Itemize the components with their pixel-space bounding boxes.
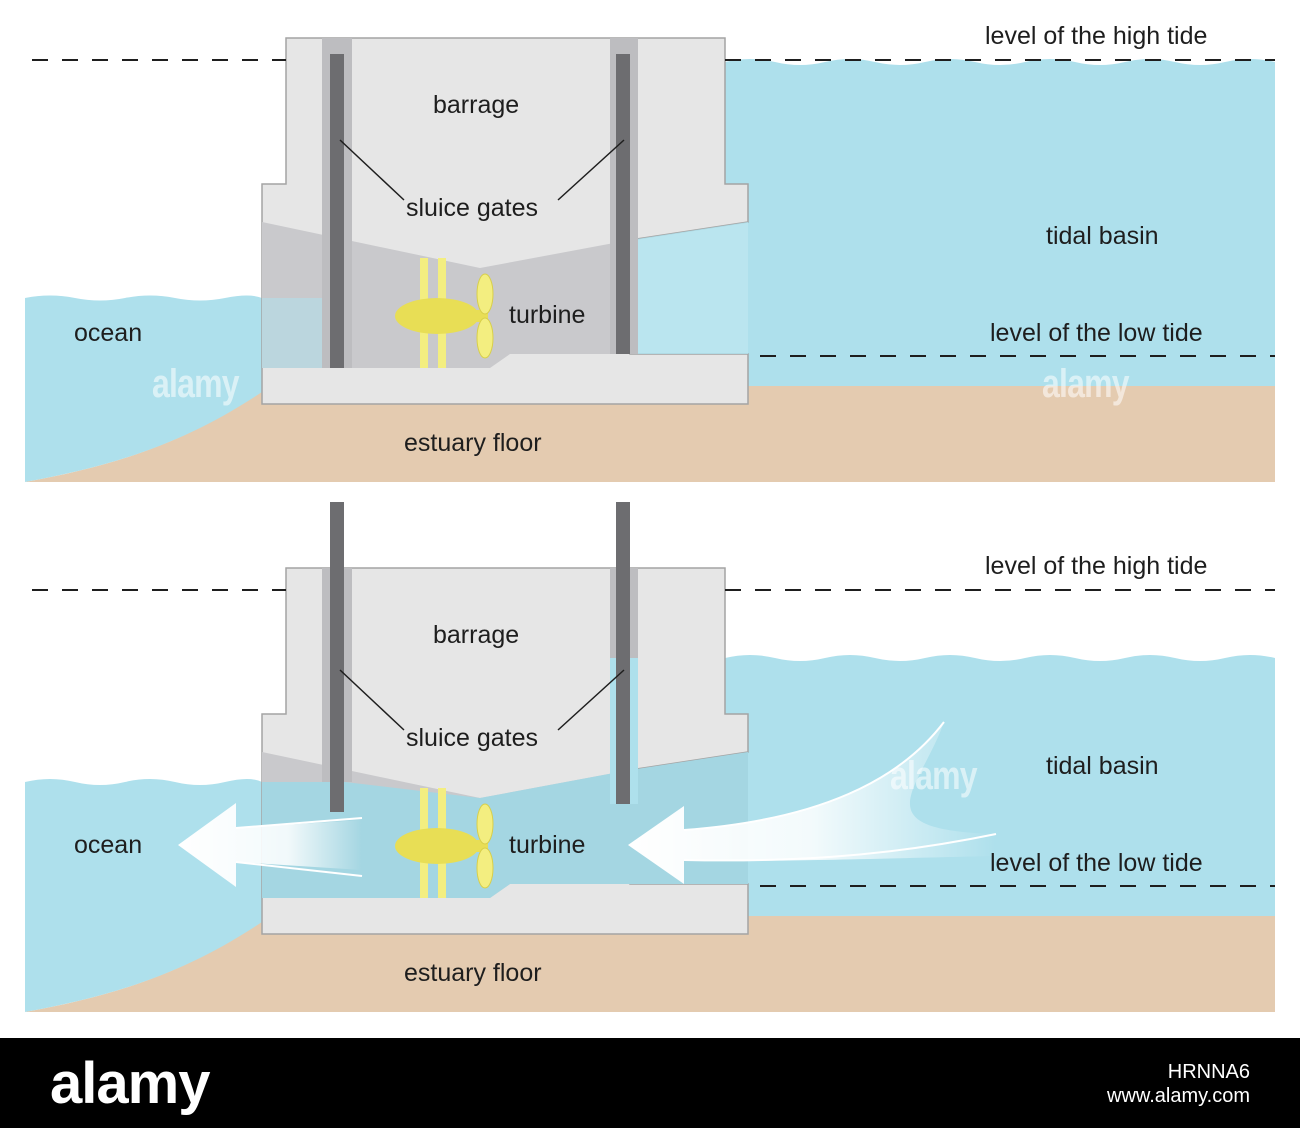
image-code: HRNNA6 bbox=[1167, 1061, 1250, 1083]
high-tide-label: level of the high tide bbox=[985, 22, 1208, 50]
diagram-panel-bottom: level of the high tide barrage sluice ga… bbox=[0, 500, 1300, 1030]
turbine-label: turbine bbox=[509, 831, 586, 859]
barrage-cross-section bbox=[25, 37, 1275, 482]
estuary-floor bbox=[25, 386, 1275, 482]
ocean-label: ocean bbox=[74, 319, 143, 347]
site-url: www.alamy.com bbox=[1107, 1085, 1250, 1107]
turbine-label: turbine bbox=[509, 301, 586, 329]
watermark-center: alamy bbox=[890, 754, 978, 798]
sluice-gates-label: sluice gates bbox=[406, 194, 539, 222]
sluice-pointer-left bbox=[339, 669, 405, 731]
sluice-gate-right bbox=[616, 502, 630, 804]
turbine-blade-top bbox=[476, 803, 494, 845]
diagram-panel-top: level of the high tide barrage sluice ga… bbox=[0, 0, 1300, 500]
tidal-basin-water bbox=[725, 59, 1275, 386]
footer-bar: alamy HRNNA6 www.alamy.com bbox=[0, 1038, 1300, 1128]
ocean-water bbox=[25, 295, 262, 482]
estuary-floor-label: estuary floor bbox=[404, 429, 542, 457]
watermark-right: alamy bbox=[1042, 362, 1130, 406]
turbine-blade-bottom bbox=[476, 317, 494, 359]
barrage-label: barrage bbox=[433, 621, 520, 649]
estuary-floor bbox=[25, 916, 1275, 1012]
turbine-body bbox=[395, 298, 479, 334]
flow-arrow-ocean bbox=[178, 803, 362, 887]
image-info: HRNNA6 www.alamy.com bbox=[1107, 1060, 1250, 1108]
sluice-pointer-right bbox=[557, 139, 625, 201]
turbine-blade-bottom bbox=[476, 847, 494, 889]
brand-logo: alamy bbox=[50, 1051, 210, 1116]
sluice-pointer-left bbox=[339, 139, 405, 201]
high-tide-label: level of the high tide bbox=[985, 552, 1208, 580]
turbine-hub bbox=[460, 840, 488, 852]
sluice-gates-label: sluice gates bbox=[406, 724, 539, 752]
ocean-label: ocean bbox=[74, 831, 143, 859]
sluice-gate-left bbox=[330, 502, 344, 812]
tidal-basin-label: tidal basin bbox=[1046, 752, 1159, 780]
channel-water-ocean-side bbox=[262, 298, 330, 368]
barrage-cross-section-open bbox=[25, 502, 1275, 1012]
low-tide-label: level of the low tide bbox=[990, 849, 1203, 877]
barrage-label: barrage bbox=[433, 91, 520, 119]
turbine-body bbox=[395, 828, 479, 864]
turbine-blade-top bbox=[476, 273, 494, 315]
sluice-gate-left bbox=[330, 54, 344, 368]
turbine-hub bbox=[460, 310, 488, 322]
estuary-floor-label: estuary floor bbox=[404, 959, 542, 987]
sluice-pointer-right bbox=[557, 669, 625, 731]
sluice-gate-right bbox=[616, 54, 630, 354]
watermark-left: alamy bbox=[152, 362, 240, 406]
tidal-basin-label: tidal basin bbox=[1046, 222, 1159, 250]
channel-water-basin-side bbox=[630, 222, 748, 354]
low-tide-label: level of the low tide bbox=[990, 319, 1203, 347]
